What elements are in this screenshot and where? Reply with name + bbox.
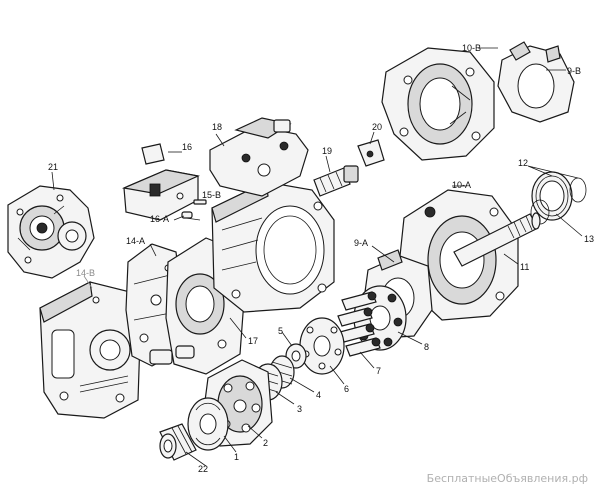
part-1-valve-plate <box>187 397 229 451</box>
label-10a: 10-A <box>452 180 471 190</box>
label-18: 18 <box>212 122 222 132</box>
part-14b-end-cover <box>39 281 141 419</box>
label-15b: 15-B <box>202 190 221 200</box>
label-3: 3 <box>297 404 302 414</box>
part-16a-small-plug <box>181 211 193 219</box>
part-2-cylinder-block <box>201 359 273 447</box>
label-11: 11 <box>520 262 529 272</box>
label-8: 8 <box>424 342 429 352</box>
part-main-housing <box>211 181 335 313</box>
label-1: 1 <box>234 452 239 462</box>
part-22-needle-bearing <box>159 423 197 461</box>
label-19: 19 <box>322 146 332 156</box>
part-20-small-valve <box>357 139 385 167</box>
label-20: 20 <box>372 122 382 132</box>
leader-lines <box>51 47 583 467</box>
part-6-retainer-plate <box>299 317 345 375</box>
part-18-regulator <box>209 117 309 197</box>
label-9a: 9-A <box>354 238 368 248</box>
label-5: 5 <box>278 326 283 336</box>
label-9b: 9-B <box>567 66 581 76</box>
part-12-seal-ring <box>531 171 573 221</box>
part-9b-swash-plate <box>497 41 575 123</box>
label-10b: 10-B <box>462 43 481 53</box>
part-19-adjust-screw <box>313 165 359 197</box>
label-21: 21 <box>48 162 58 172</box>
label-22: 22 <box>198 464 208 474</box>
label-14a: 14-A <box>126 236 145 246</box>
label-14b: 14-B <box>76 268 95 278</box>
label-4: 4 <box>316 390 321 400</box>
label-12: 12 <box>518 158 528 168</box>
part-labels: 1 2 3 4 5 6 7 8 9-A 9-B 10-A 10-B 11 12 … <box>48 43 594 474</box>
part-12-snap-ring <box>569 177 587 203</box>
part-10b-front-flange <box>381 47 495 161</box>
label-17: 17 <box>248 336 258 346</box>
part-21-gear-pump <box>7 185 95 279</box>
part-15b-pin <box>193 199 207 205</box>
part-11-drive-shaft <box>453 212 541 267</box>
label-16: 16 <box>182 142 192 152</box>
watermark: БесплатныеОбъявления.рф <box>426 472 588 485</box>
label-7: 7 <box>376 366 381 376</box>
part-7-pistons <box>337 291 381 357</box>
label-13: 13 <box>584 234 594 244</box>
part-16-solenoid-block <box>121 143 200 221</box>
label-16a: 16-A <box>150 214 169 224</box>
label-6: 6 <box>344 384 349 394</box>
label-2: 2 <box>263 438 268 448</box>
